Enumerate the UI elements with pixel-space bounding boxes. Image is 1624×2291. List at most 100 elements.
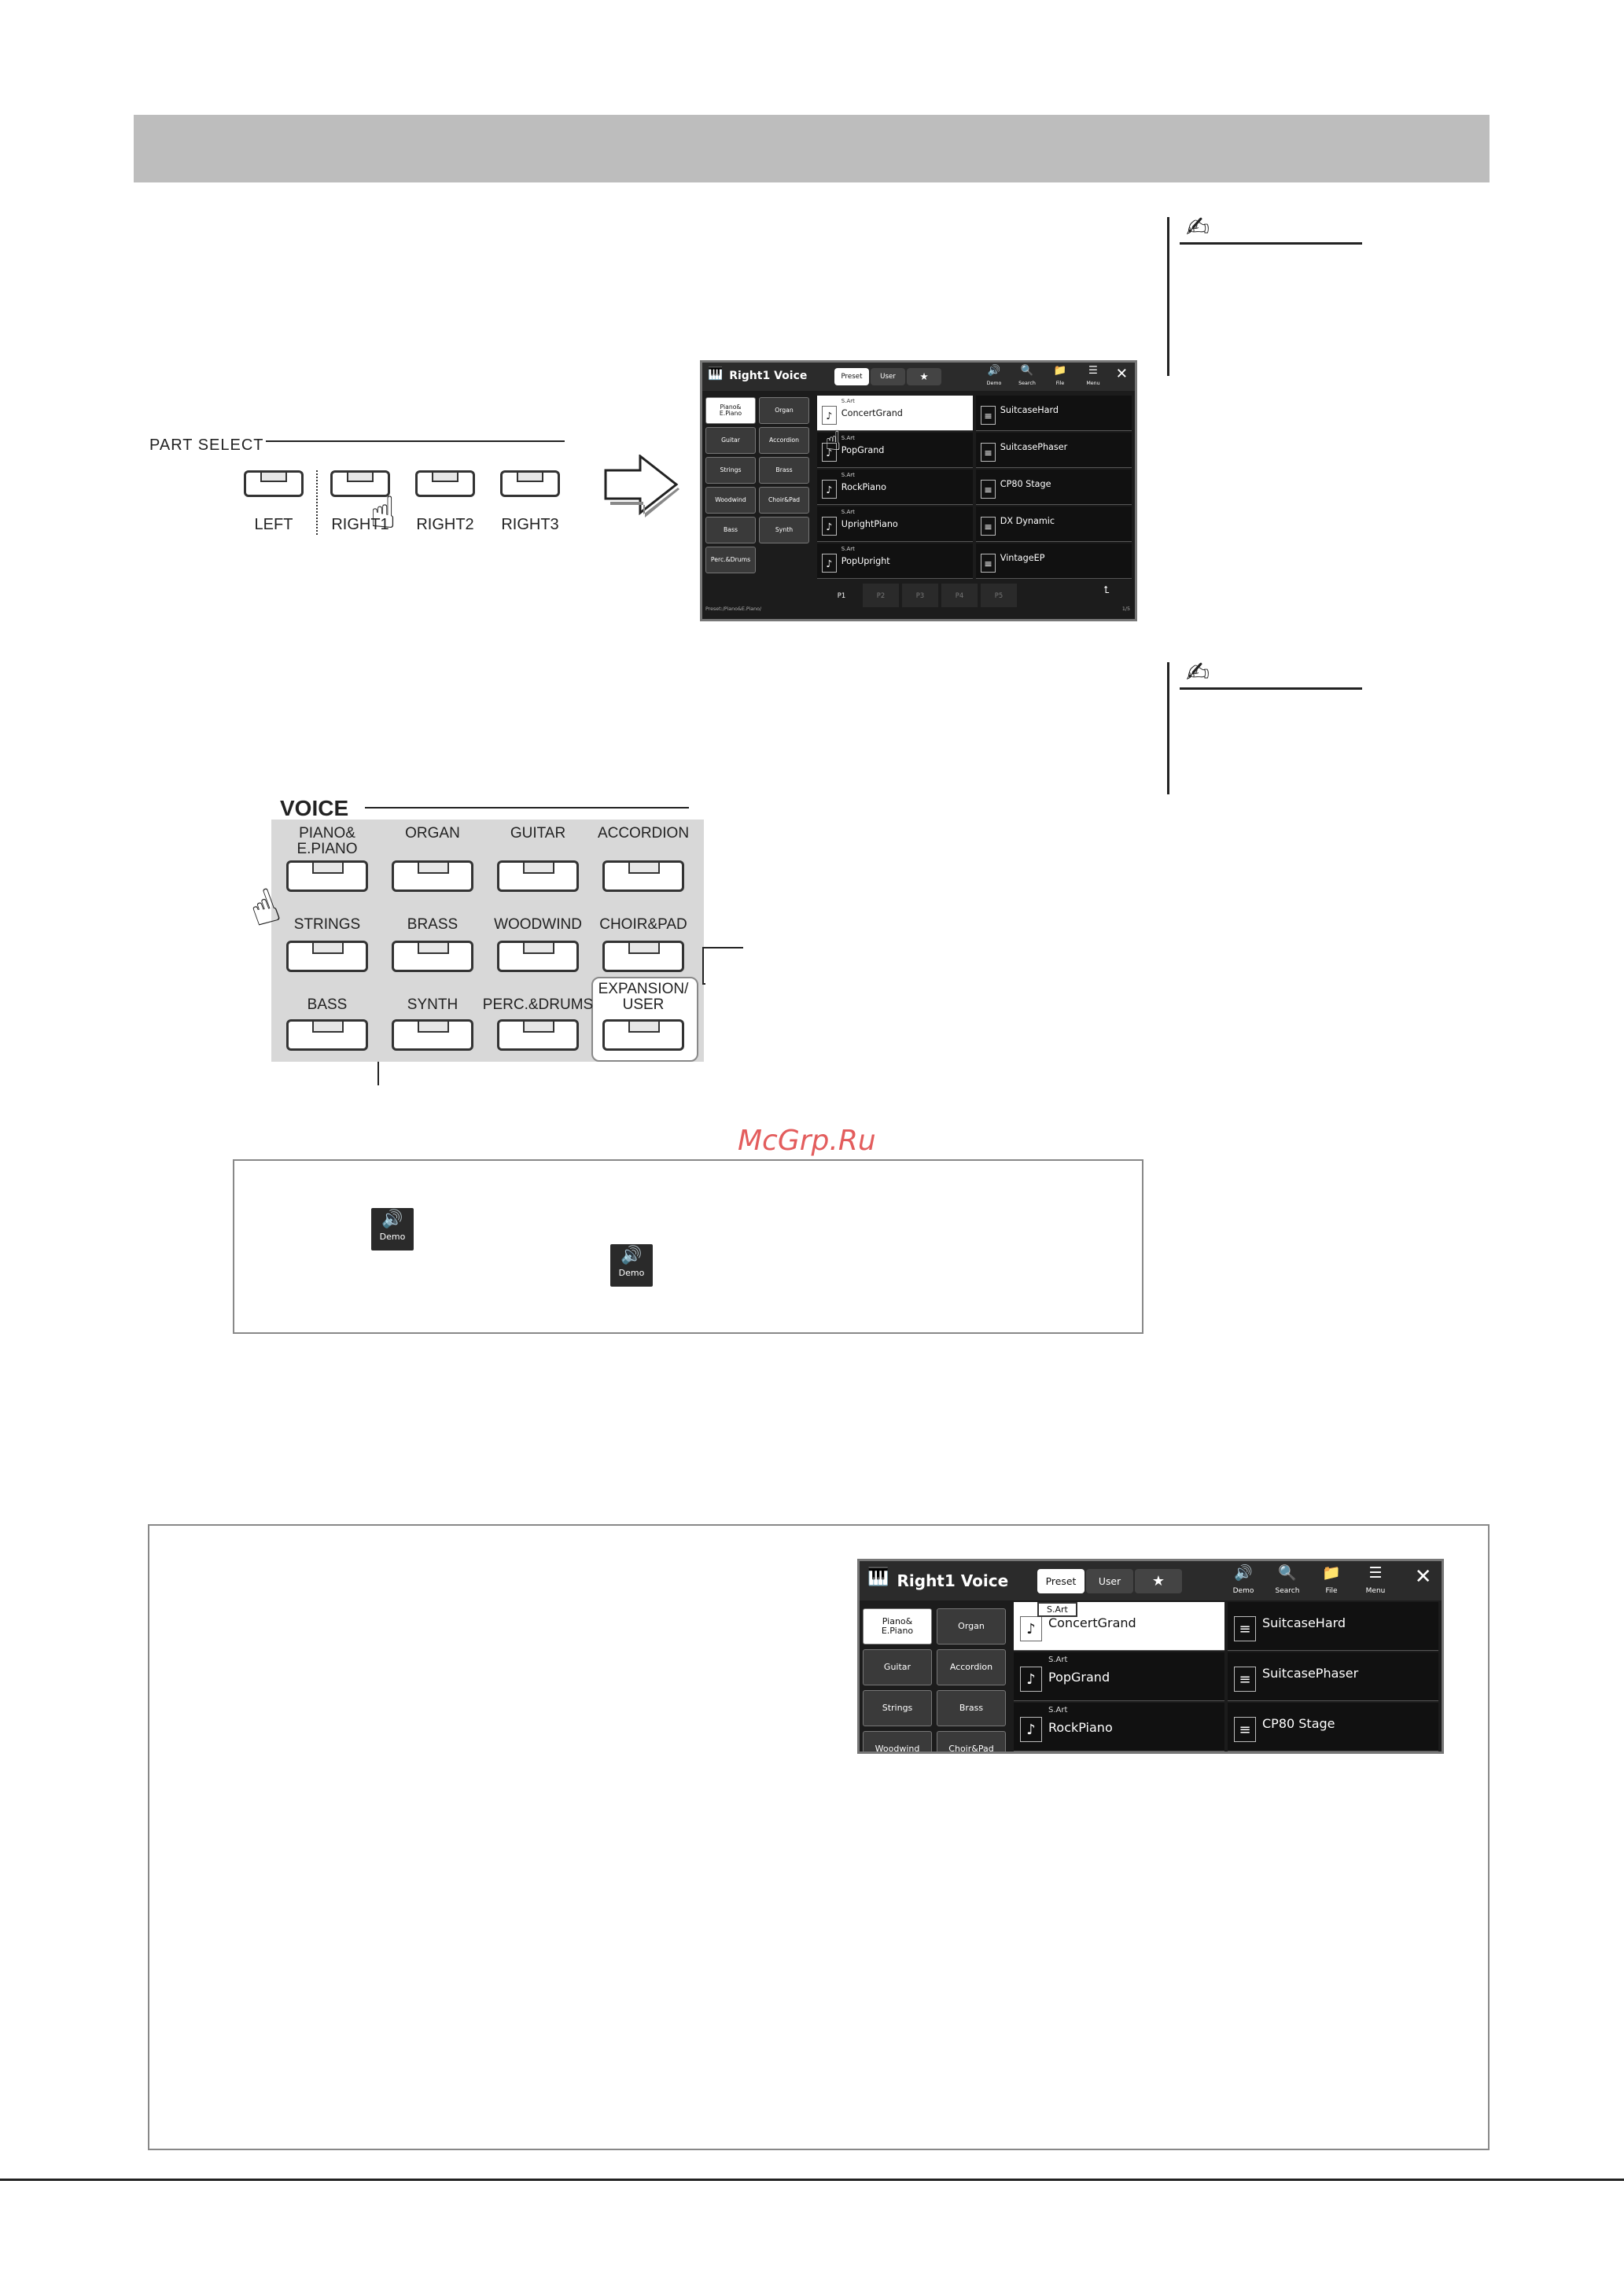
search-label: Search [1275,1587,1300,1595]
demo-button[interactable]: 🔊Demo [1221,1561,1265,1600]
category-woodwind[interactable]: Woodwind [863,1731,932,1751]
up-arrow-icon[interactable]: ⮤ [1103,584,1110,595]
search-button[interactable]: 🔍Search [1011,363,1044,391]
voice-button-organ[interactable] [392,860,473,892]
close-icon[interactable]: ✕ [1115,365,1128,382]
part-button-label: RIGHT3 [501,516,559,533]
voice-item[interactable]: ≡SuitcasePhaser [1228,1652,1438,1701]
category-organ[interactable]: Organ [759,397,809,424]
voice-button-piano-e-piano[interactable] [286,860,368,892]
voice-button-strings[interactable] [286,941,368,972]
part-button-right2[interactable] [415,470,475,497]
menu-label: Menu [1086,381,1100,387]
tab-preset[interactable]: Preset [834,367,869,386]
voice-button-guitar[interactable] [497,860,579,892]
voice-item[interactable]: ≡CP80 Stage [1228,1703,1438,1751]
part-button-right3[interactable] [500,470,560,497]
demo-button[interactable]: 🔊 Demo [371,1208,414,1250]
category-piano-e-piano[interactable]: Piano& E.Piano [705,397,756,424]
voice-name: SuitcaseHard [1262,1615,1346,1630]
category-organ[interactable]: Organ [937,1608,1006,1645]
voice-button-label: EXPANSION/ USER [598,981,689,1013]
category-strings[interactable]: Strings [863,1690,932,1726]
tab-favorite[interactable]: ★ [907,367,941,386]
voice-tag: S.Art [841,434,855,441]
category-brass[interactable]: Brass [937,1690,1006,1726]
page-tab-p5[interactable]: P5 [981,584,1017,607]
voice-item[interactable]: ≡SuitcaseHard [976,396,1132,431]
page-tab-p1[interactable]: P1 [837,591,846,599]
voice-item[interactable]: ♪ConcertGrand [1014,1602,1224,1651]
category-perc-drums[interactable]: Perc.&Drums [705,547,756,573]
tab-user[interactable]: User [871,367,905,386]
category-accordion[interactable]: Accordion [759,427,809,454]
voice-button-brass[interactable] [392,941,473,972]
voice-name: SuitcasePhaser [1262,1665,1359,1681]
part-button-right1[interactable] [330,470,390,497]
category-bass[interactable]: Bass [705,517,756,543]
tab-favorite[interactable]: ★ [1135,1568,1182,1593]
category-synth[interactable]: Synth [759,517,809,543]
category-choir-pad[interactable]: Choir&Pad [937,1731,1006,1751]
menu-label: Menu [1365,1587,1386,1595]
page-tab-p2[interactable]: P2 [863,584,899,607]
page-footer-rule [0,2179,1624,2181]
search-button[interactable]: 🔍Search [1265,1561,1309,1600]
voice-button-synth[interactable] [392,1019,473,1051]
close-icon[interactable]: ✕ [1414,1565,1432,1589]
speaker-icon: 🔊 [1234,1564,1253,1582]
voice-button-choir-pad[interactable] [602,941,684,972]
page-tab-p3[interactable]: P3 [902,584,938,607]
voice-item[interactable]: ≡SuitcaseHard [1228,1602,1438,1651]
hand-pointer-icon: ☝ [825,425,841,456]
category-piano-e-piano[interactable]: Piano& E.Piano [863,1608,932,1645]
voice-name: UprightPiano [841,518,898,529]
category-brass[interactable]: Brass [759,457,809,484]
grand-piano-icon: ♪ [821,443,838,462]
menu-button[interactable]: ☰Menu [1077,363,1110,391]
demo-button[interactable]: 🔊 Demo [610,1244,653,1287]
voice-item[interactable]: ≡VintageEP [976,543,1132,579]
tab-preset[interactable]: Preset [1037,1568,1085,1593]
demo-label: Demo [618,1268,645,1278]
voice-item[interactable]: ≡SuitcasePhaser [976,433,1132,468]
voice-button-accordion[interactable] [602,860,684,892]
voice-button-label: PIANO& E.PIANO [296,825,358,857]
category-woodwind[interactable]: Woodwind [705,487,756,514]
part-button-left[interactable] [244,470,304,497]
voice-button-perc-drums[interactable] [497,1019,579,1051]
info-frame [148,1524,1490,2150]
voice-name: PopGrand [1048,1669,1110,1685]
voice-button-label: BRASS [407,916,458,933]
demo-button[interactable]: 🔊Demo [978,363,1011,391]
file-button[interactable]: 📁File [1309,1561,1353,1600]
category-guitar[interactable]: Guitar [705,427,756,454]
voice-rule [365,807,689,808]
tab-user[interactable]: User [1086,1568,1133,1593]
voice-button-label: WOODWIND [494,916,582,933]
note-rule [1167,217,1169,376]
voice-item[interactable]: ≡DX Dynamic [976,506,1132,542]
demo-tip-box: 🔊 Demo 🔊 Demo [233,1159,1143,1334]
grand-piano-icon: ♪ [1020,1716,1042,1742]
category-accordion[interactable]: Accordion [937,1649,1006,1685]
file-button[interactable]: 📁File [1044,363,1077,391]
category-guitar[interactable]: Guitar [863,1649,932,1685]
electric-piano-icon: ≡ [980,406,996,425]
voice-button-expansion-user[interactable] [602,1019,684,1051]
voice-button-woodwind[interactable] [497,941,579,972]
category-choir-pad[interactable]: Choir&Pad [759,487,809,514]
category-strings[interactable]: Strings [705,457,756,484]
voice-button-bass[interactable] [286,1019,368,1051]
page-tab-p4[interactable]: P4 [941,584,978,607]
voice-item[interactable]: ≡CP80 Stage [976,470,1132,505]
menu-button[interactable]: ☰Menu [1353,1561,1398,1600]
voice-name: RockPiano [841,481,886,492]
